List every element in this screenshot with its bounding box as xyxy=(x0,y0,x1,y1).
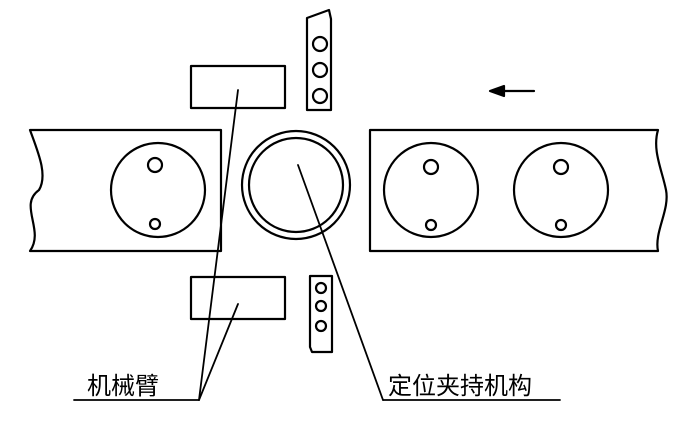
upper-roller-guide xyxy=(305,8,333,112)
right-conveyor-tray xyxy=(368,128,668,253)
lower-roller-guide xyxy=(308,274,334,354)
right-wafer-1 xyxy=(382,141,480,239)
arm-leader-lines xyxy=(73,89,239,401)
arm-label: 机械臂 xyxy=(87,372,159,400)
clamp-label: 定位夹持机构 xyxy=(388,372,532,400)
lower-arm-block xyxy=(189,275,287,321)
clamp-leader-lines xyxy=(297,164,561,401)
upper-arm-block xyxy=(189,64,287,110)
positioning-clamp-ring xyxy=(240,129,352,241)
left-conveyor-tray xyxy=(28,128,223,253)
left-wafer xyxy=(109,141,207,239)
arrow-left-icon xyxy=(488,84,536,98)
right-wafer-2 xyxy=(512,141,610,239)
